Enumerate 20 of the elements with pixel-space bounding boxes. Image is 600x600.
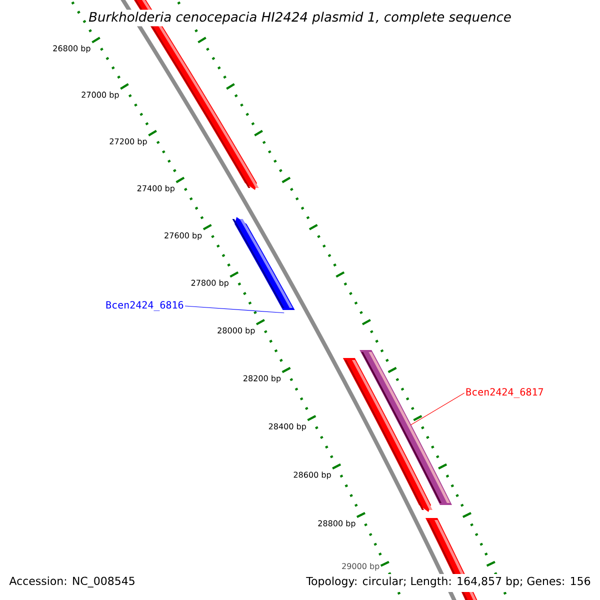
tick-label: 27400 bp [137, 185, 175, 193]
tick-label: 28800 bp [318, 520, 356, 528]
tick-label: 29000 bp [342, 562, 380, 571]
tick-label: 27000 bp [82, 92, 119, 100]
tick-label: 26800 bp [53, 45, 90, 53]
tick-label: 28400 bp [268, 423, 306, 431]
tick-label: 28200 bp [244, 375, 281, 383]
leader-line [410, 392, 465, 426]
tick-label: 27600 bp [164, 232, 202, 240]
gene-arrow [232, 217, 295, 310]
title: Burkholderia cenocepacia HI2424 plasmid 1, complete sequence [86, 10, 514, 26]
gene-label: Bcen2424_6817 [466, 388, 544, 398]
tick-label: 27200 bp [110, 138, 147, 146]
gene-label: Bcen2424_6816 [106, 301, 184, 311]
footer-text: Accession: NC_008545 [8, 576, 136, 588]
tick-label: 28000 bp [218, 327, 255, 335]
gene-bar [360, 350, 452, 505]
leader-line [184, 306, 284, 314]
footer-text: Topology: circular; Length: 164,857 bp; Genes: 156 [305, 576, 592, 588]
tick-label: 28600 bp [294, 472, 331, 480]
